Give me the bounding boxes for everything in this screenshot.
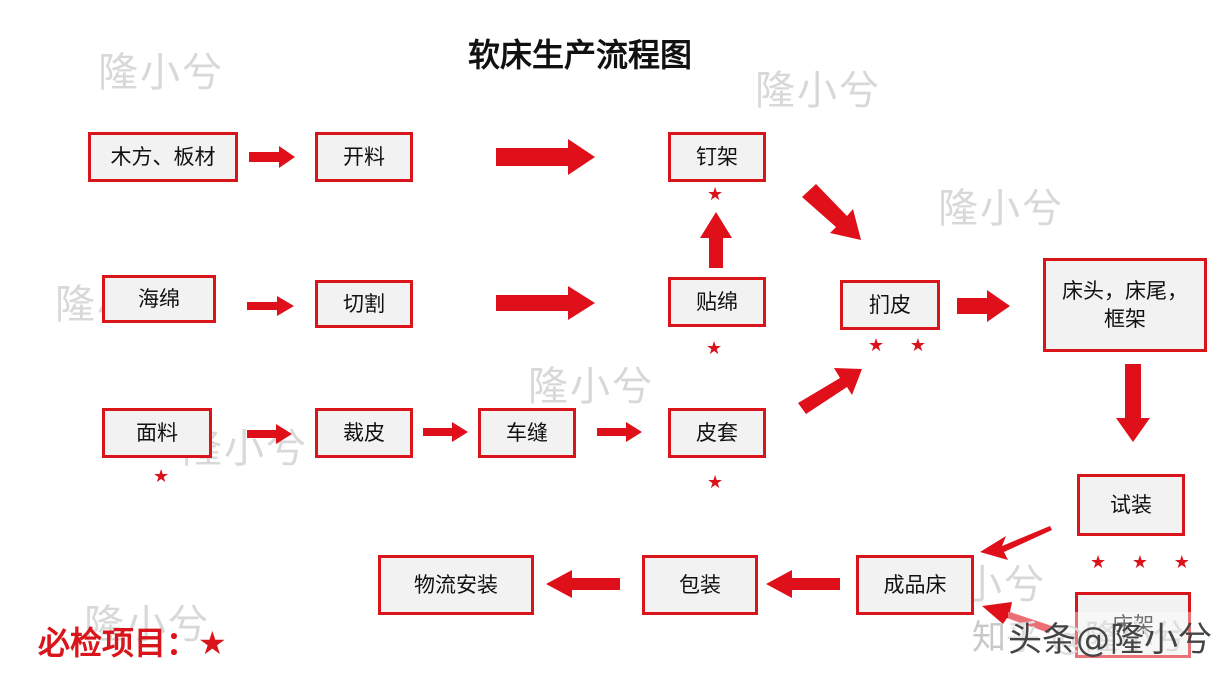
node-finished-bed: 成品床 (856, 555, 974, 615)
legend-required-inspection: 必检项目：★ (38, 624, 227, 662)
footer-main-text: 头条@隆小兮 (1008, 612, 1212, 661)
check-star-stick-sponge: ★ (706, 338, 733, 359)
arrow-headtail-to-trial (1116, 364, 1150, 442)
node-nail-frame: 钉架 (668, 132, 766, 182)
arrow-leathercover-to-stapleleather (798, 368, 862, 414)
arrow-sticksponge-to-nailframe (700, 212, 732, 268)
arrow-opencut-to-nailframe (496, 139, 595, 175)
check-star-nail-frame: ★ (707, 184, 734, 205)
arrow-sewing-to-leathercover (597, 422, 642, 442)
arrow-cutleather-to-sewing (423, 422, 468, 442)
arrow-trial-to-finishedbed (980, 526, 1052, 560)
node-stick-sponge: 贴绵 (668, 277, 766, 327)
check-star-staple-leather: ★ ★ (868, 335, 936, 356)
check-star-trial-assembly: ★ ★ ★ (1090, 552, 1200, 573)
head-tail-frame-label: 床头，床尾， 框架 (1062, 278, 1188, 331)
node-sponge: 海绵 (102, 275, 216, 323)
node-bed-frame: 床架 (1075, 592, 1191, 658)
arrow-bedframe-to-finishedbed (982, 602, 1052, 633)
footer-overlay-text: 知乎 @隆小兮 (972, 618, 1187, 658)
node-leather-cover: 皮套 (668, 408, 766, 458)
node-wood: 木方、板材 (88, 132, 238, 182)
node-trial-assembly: 试装 (1077, 474, 1185, 536)
arrow-nailframe-to-stapleleather (802, 184, 861, 240)
node-sewing: 车缝 (478, 408, 576, 458)
arrow-stapleleather-to-headtail (957, 290, 1010, 322)
arrow-sponge-to-cutting (247, 296, 294, 316)
node-cut-leather: 裁皮 (315, 408, 413, 458)
node-open-cut: 开料 (315, 132, 413, 182)
arrow-finishedbed-to-packing (766, 570, 840, 598)
node-packing: 包装 (642, 555, 758, 615)
node-logistics-install: 物流安装 (378, 555, 534, 615)
arrow-fabric-to-cutleather (247, 424, 292, 444)
arrow-cutting-to-sticksponge (496, 286, 595, 320)
node-cutting: 切割 (315, 280, 413, 328)
check-star-leather-cover: ★ (707, 472, 734, 493)
arrow-wood-to-opencut (249, 146, 295, 168)
node-staple-leather: 扪皮 (840, 280, 940, 330)
node-head-tail-frame: 床头，床尾， 框架 (1043, 258, 1207, 352)
node-fabric: 面料 (102, 408, 212, 458)
check-star-fabric: ★ (153, 466, 180, 487)
chart-title: 软床生产流程图 (467, 36, 692, 74)
arrow-packing-to-logistics (546, 570, 620, 598)
